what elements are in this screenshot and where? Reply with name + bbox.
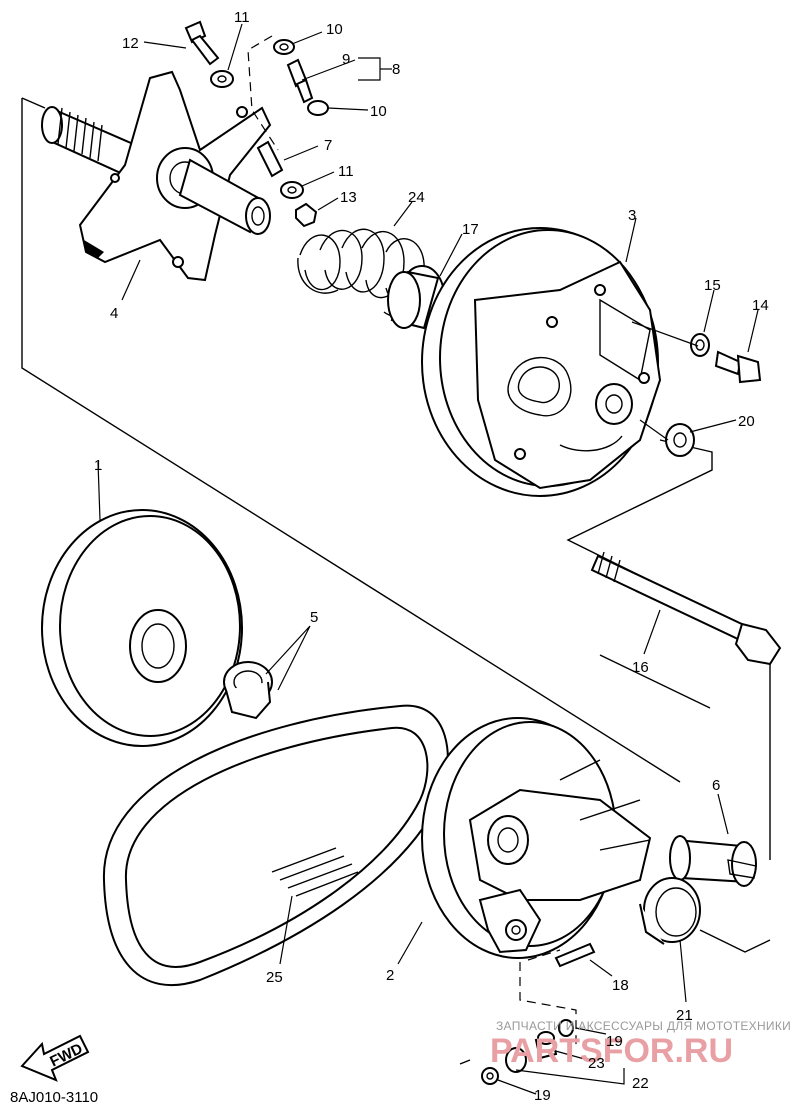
part-17-bushing [387, 265, 445, 330]
callout-10-upper: 10 [326, 21, 343, 38]
callout-15: 15 [704, 277, 721, 294]
callout-23: 23 [588, 1055, 605, 1072]
callout-17: 17 [462, 221, 479, 238]
part-25-drive-belt [102, 704, 449, 986]
watermark: ЗАПЧАСТИ И АКСЕССУАРЫ ДЛЯ МОТОТЕХНИКИ PA… [490, 1019, 791, 1070]
callout-19-upper: 19 [606, 1033, 623, 1050]
callout-18: 18 [612, 977, 629, 994]
callout-16: 16 [632, 659, 649, 676]
part-7-pin [256, 140, 284, 178]
fwd-arrow-icon: FWD [20, 1034, 90, 1082]
part-18-pin [554, 942, 596, 968]
callout-13: 13 [340, 189, 357, 206]
part-4-fixed-sheave-hub [41, 70, 272, 282]
callout-22: 22 [632, 1075, 649, 1092]
part-2-movable-sheave [421, 717, 652, 959]
part-13-nut [295, 202, 318, 228]
part-11-washer-lower [280, 181, 304, 199]
callout-19-lower: 19 [534, 1087, 551, 1104]
callout-11-lower: 11 [338, 163, 354, 180]
part-20-washer [665, 423, 695, 457]
part-5-bushing [223, 661, 273, 720]
part-14-bolt [714, 350, 742, 376]
cover-hardware [631, 321, 762, 457]
part-16-long-bolt [590, 551, 782, 666]
callout-8: 8 [392, 61, 400, 78]
part-3-sheave-cover [421, 227, 662, 497]
leader-lines [97, 23, 759, 1095]
callout-7: 7 [324, 137, 332, 154]
part-11-washer-upper [210, 70, 234, 88]
callout-11-upper: 11 [234, 9, 250, 26]
callout-24: 24 [408, 189, 425, 206]
callout-9: 9 [342, 51, 350, 68]
part-19-washer-upper [558, 1019, 574, 1037]
bracket-lines [247, 35, 392, 151]
callout-6: 6 [712, 777, 720, 794]
assembly-frame-lines [21, 97, 771, 953]
roller-hardware [481, 942, 596, 1085]
small-hardware [210, 39, 329, 228]
callout-12: 12 [122, 35, 139, 52]
diagram-code: 8AJ010-3110 [10, 1089, 98, 1106]
part-21-seal [639, 877, 701, 945]
part-1-fixed-sheave [41, 509, 243, 747]
part-10-collar-upper [273, 39, 295, 55]
part-12-bolt [184, 20, 220, 66]
callout-14: 14 [752, 297, 769, 314]
watermark-tagline: ЗАПЧАСТИ И АКСЕССУАРЫ ДЛЯ МОТОТЕХНИКИ [496, 1019, 791, 1033]
callout-20: 20 [738, 413, 755, 430]
callout-1: 1 [94, 457, 102, 474]
part-6-sleeve [669, 835, 757, 887]
part-19-washer-lower [481, 1067, 499, 1085]
watermark-brand: PARTSFOR.RU [490, 1032, 733, 1070]
roller-guide-lines [459, 949, 577, 1065]
part-15-washer [690, 333, 710, 357]
callout-3: 3 [628, 207, 636, 224]
callout-25: 25 [266, 969, 283, 986]
callouts: 12 11 10 9 8 10 7 11 13 24 17 3 15 14 20… [94, 9, 769, 1104]
callout-2: 2 [386, 967, 394, 984]
part-10-collar-lower [307, 100, 329, 116]
callout-4: 4 [110, 305, 118, 322]
callout-10-lower: 10 [370, 103, 387, 120]
callout-5: 5 [310, 609, 318, 626]
callout-21: 21 [676, 1007, 693, 1024]
